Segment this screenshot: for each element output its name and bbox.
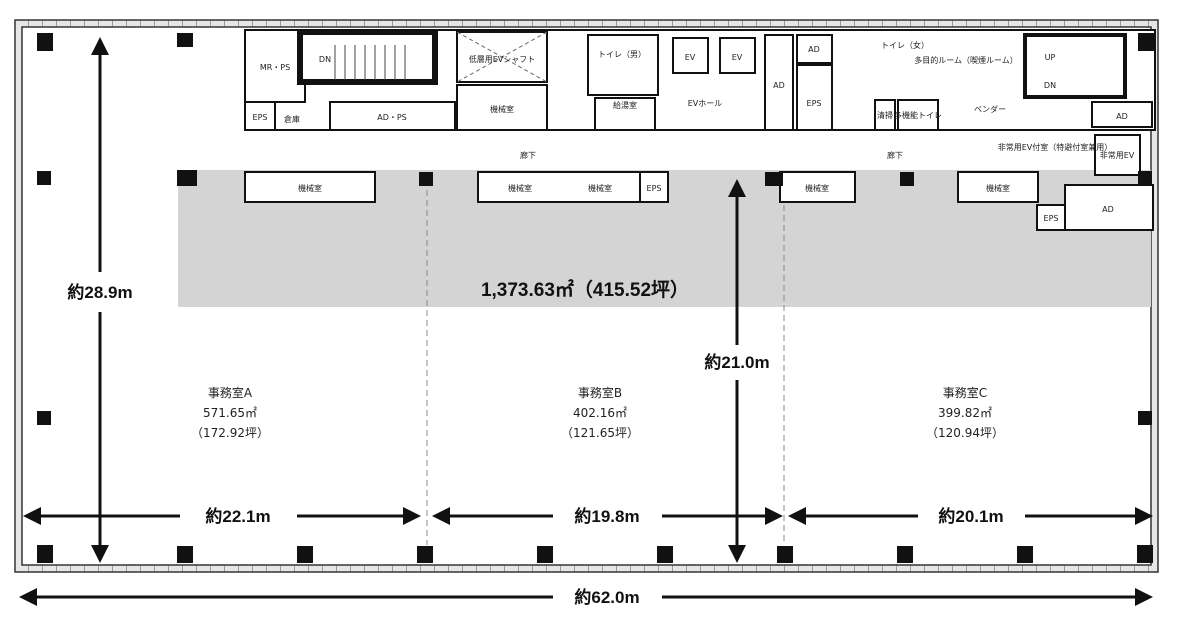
dim-depth-total: 約28.9m bbox=[67, 282, 132, 302]
label-cleaning: 清掃 bbox=[877, 110, 893, 120]
label-eps: EPS bbox=[253, 113, 268, 122]
label-emergency-lobby: 非常用EV付室（特避付室兼用） bbox=[998, 142, 1113, 152]
service-core: MR・PS EPS 倉庫 DN AD・PS 低層用EVシャフト 機械室 トイレ（… bbox=[244, 29, 1156, 231]
label-corridor-2: 廊下 bbox=[887, 150, 903, 160]
dim-depth-office: 約21.0m bbox=[704, 352, 769, 372]
label-corridor-1: 廊下 bbox=[520, 150, 536, 160]
columns bbox=[37, 33, 1154, 563]
label-ev-1: EV bbox=[685, 53, 696, 62]
office-name: 事務室B bbox=[578, 385, 622, 400]
label-ev-shaft: 低層用EVシャフト bbox=[469, 54, 536, 64]
dim-width-c: 約20.1m bbox=[938, 506, 1003, 526]
label-ad-3: AD bbox=[1116, 112, 1128, 121]
label-eps-3: EPS bbox=[1044, 214, 1059, 223]
label-machine-room-5: 機械室 bbox=[805, 183, 829, 193]
label-storage: 倉庫 bbox=[284, 114, 300, 124]
office-area-tsubo: （121.65坪） bbox=[561, 426, 639, 440]
label-emergency-ev: 非常用EV bbox=[1100, 150, 1135, 160]
label-eps-2: EPS bbox=[807, 99, 822, 108]
office-area-m2: 399.82㎡ bbox=[938, 406, 992, 420]
dimension-lines bbox=[19, 37, 1153, 606]
label-machine-room-2: 機械室 bbox=[298, 183, 322, 193]
office-b: 事務室B 402.16㎡ （121.65坪） bbox=[561, 385, 639, 440]
label-ad-4: AD bbox=[1102, 205, 1114, 214]
label-kitchen: 給湯室 bbox=[613, 100, 637, 110]
dim-width-total: 約62.0m bbox=[574, 587, 639, 607]
label-dn-east: DN bbox=[1044, 81, 1056, 90]
label-dn-west: DN bbox=[319, 55, 331, 64]
label-ad-1: AD bbox=[773, 81, 785, 90]
label-machine-room: 機械室 bbox=[490, 104, 514, 114]
office-name: 事務室C bbox=[943, 385, 987, 400]
label-ad-ps: AD・PS bbox=[377, 113, 407, 122]
office-c: 事務室C 399.82㎡ （120.94坪） bbox=[926, 385, 1004, 440]
stair-west bbox=[334, 45, 406, 80]
office-area-tsubo: （120.94坪） bbox=[926, 426, 1004, 440]
office-area-m2: 402.16㎡ bbox=[573, 406, 627, 420]
label-toilet-men: トイレ（男） bbox=[598, 50, 646, 59]
label-ev-2: EV bbox=[732, 53, 743, 62]
total-area: 1,373.63㎡（415.52坪） bbox=[481, 278, 689, 301]
label-ad-2: AD bbox=[808, 45, 820, 54]
label-eps-4: EPS bbox=[647, 184, 662, 193]
label-ev-hall: EVホール bbox=[688, 99, 723, 108]
label-machine-room-4: 機械室 bbox=[588, 183, 612, 193]
label-toilet-women: トイレ（女） bbox=[881, 40, 929, 50]
label-accessible-toilet: 多機能トイレ bbox=[894, 110, 942, 120]
label-up: UP bbox=[1045, 53, 1056, 62]
office-area-m2: 571.65㎡ bbox=[203, 406, 257, 420]
label-machine-room-3: 機械室 bbox=[508, 183, 532, 193]
label-mr-ps: MR・PS bbox=[260, 63, 290, 72]
label-machine-room-6: 機械室 bbox=[986, 183, 1010, 193]
label-multi-room: 多目的ルーム（喫煙ルーム） bbox=[914, 55, 1018, 65]
office-a: 事務室A 571.65㎡ （172.92坪） bbox=[191, 385, 269, 440]
label-vendor: ベンダー bbox=[974, 104, 1006, 114]
dim-width-a: 約22.1m bbox=[205, 506, 270, 526]
office-area-tsubo: （172.92坪） bbox=[191, 426, 269, 440]
dim-width-b: 約19.8m bbox=[574, 506, 639, 526]
office-name: 事務室A bbox=[208, 385, 253, 400]
